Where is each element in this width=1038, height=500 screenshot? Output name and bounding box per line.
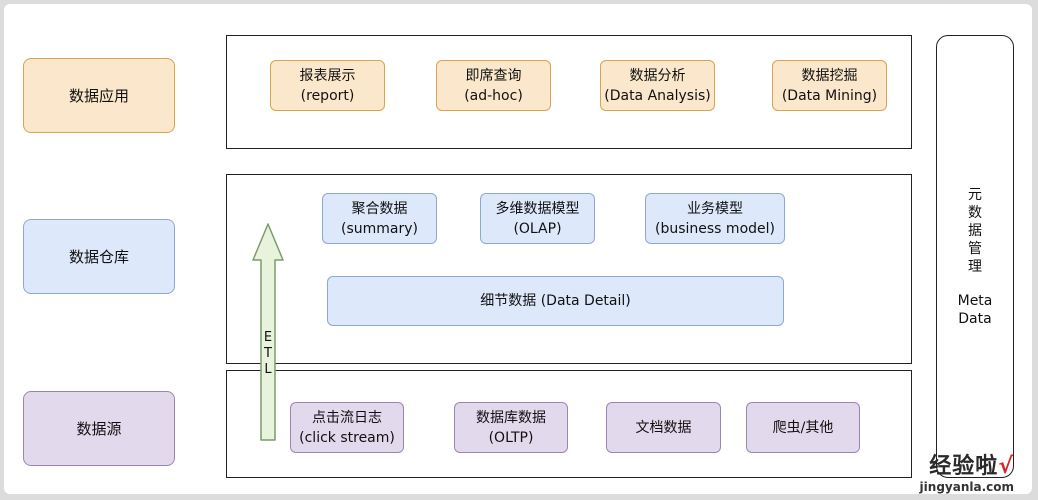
node-data-analysis-title: 数据分析 (629, 67, 686, 84)
meta-char-5: 理 (968, 259, 982, 275)
watermark: 经验啦√ jingyanla.com (920, 448, 1014, 494)
node-olap-title: 多维数据模型 (495, 200, 580, 217)
node-ad-hoc-title: 即席查询 (465, 67, 522, 84)
node-data-detail-text: 细节数据 (Data Detail) (480, 293, 631, 309)
node-report-title: 报表展示 (299, 67, 356, 84)
watermark-text: 经验啦 (929, 454, 999, 479)
meta-char-4: 管 (968, 241, 982, 257)
node-oltp: 数据库数据 (OLTP) (454, 402, 568, 453)
node-oltp-subtitle: (OLTP) (488, 429, 534, 446)
node-data-analysis: 数据分析 (Data Analysis) (600, 60, 715, 111)
node-business-model: 业务模型 (business model) (645, 193, 785, 244)
node-summary: 聚合数据 (summary) (322, 193, 437, 244)
meta-data-label: 元 数 据 管 理 Meta Data (936, 186, 1014, 328)
etl-arrow-shape (252, 223, 284, 441)
meta-char-2: 数 (968, 205, 982, 221)
node-data-detail: 细节数据 (Data Detail) (327, 276, 784, 326)
watermark-main: 经验啦√ (920, 448, 1014, 480)
node-business-model-title: 业务模型 (687, 200, 743, 217)
node-crawler-other: 爬虫/其他 (746, 402, 860, 453)
node-data-analysis-subtitle: (Data Analysis) (604, 87, 711, 104)
node-report: 报表展示 (report) (270, 60, 385, 111)
node-olap-subtitle: (OLAP) (513, 220, 562, 237)
meta-en-line-1: Meta (957, 293, 993, 309)
layer-label-warehouse-text: 数据仓库 (68, 247, 129, 266)
meta-en-line-2: Data (958, 311, 992, 327)
watermark-url: jingyanla.com (919, 480, 1014, 494)
node-report-subtitle: (report) (300, 87, 355, 104)
etl-letter-e: E (263, 330, 273, 345)
meta-data-panel (936, 35, 1014, 478)
node-click-stream-title: 点击流日志 (312, 409, 382, 426)
meta-char-1: 元 (968, 187, 982, 203)
node-crawler-other-title: 爬虫/其他 (772, 419, 834, 436)
layer-label-application-text: 数据应用 (68, 86, 129, 105)
layer-label-application: 数据应用 (23, 58, 175, 133)
node-ad-hoc-subtitle: (ad-hoc) (464, 87, 523, 104)
etl-letter-t: T (264, 346, 272, 361)
check-icon: √ (998, 454, 1014, 479)
node-business-model-subtitle: (business model) (655, 220, 775, 237)
node-data-mining-subtitle: (Data Mining) (781, 87, 878, 104)
layer-label-source-text: 数据源 (76, 419, 122, 438)
node-ad-hoc: 即席查询 (ad-hoc) (436, 60, 551, 111)
node-data-mining: 数据挖掘 (Data Mining) (772, 60, 887, 111)
node-summary-title: 聚合数据 (351, 200, 408, 217)
node-oltp-title: 数据库数据 (476, 409, 546, 426)
etl-label: E T L (259, 330, 277, 378)
node-click-stream: 点击流日志 (click stream) (290, 402, 404, 453)
node-documents: 文档数据 (606, 402, 721, 453)
node-summary-subtitle: (summary) (341, 220, 418, 237)
node-click-stream-subtitle: (click stream) (299, 429, 395, 446)
layer-label-warehouse: 数据仓库 (23, 219, 175, 294)
node-data-mining-title: 数据挖掘 (801, 67, 858, 84)
meta-char-3: 据 (968, 223, 982, 239)
node-documents-title: 文档数据 (635, 419, 692, 436)
etl-letter-l: L (264, 362, 272, 377)
etl-arrow (252, 223, 284, 441)
layer-label-source: 数据源 (23, 391, 175, 466)
node-olap: 多维数据模型 (OLAP) (480, 193, 595, 244)
